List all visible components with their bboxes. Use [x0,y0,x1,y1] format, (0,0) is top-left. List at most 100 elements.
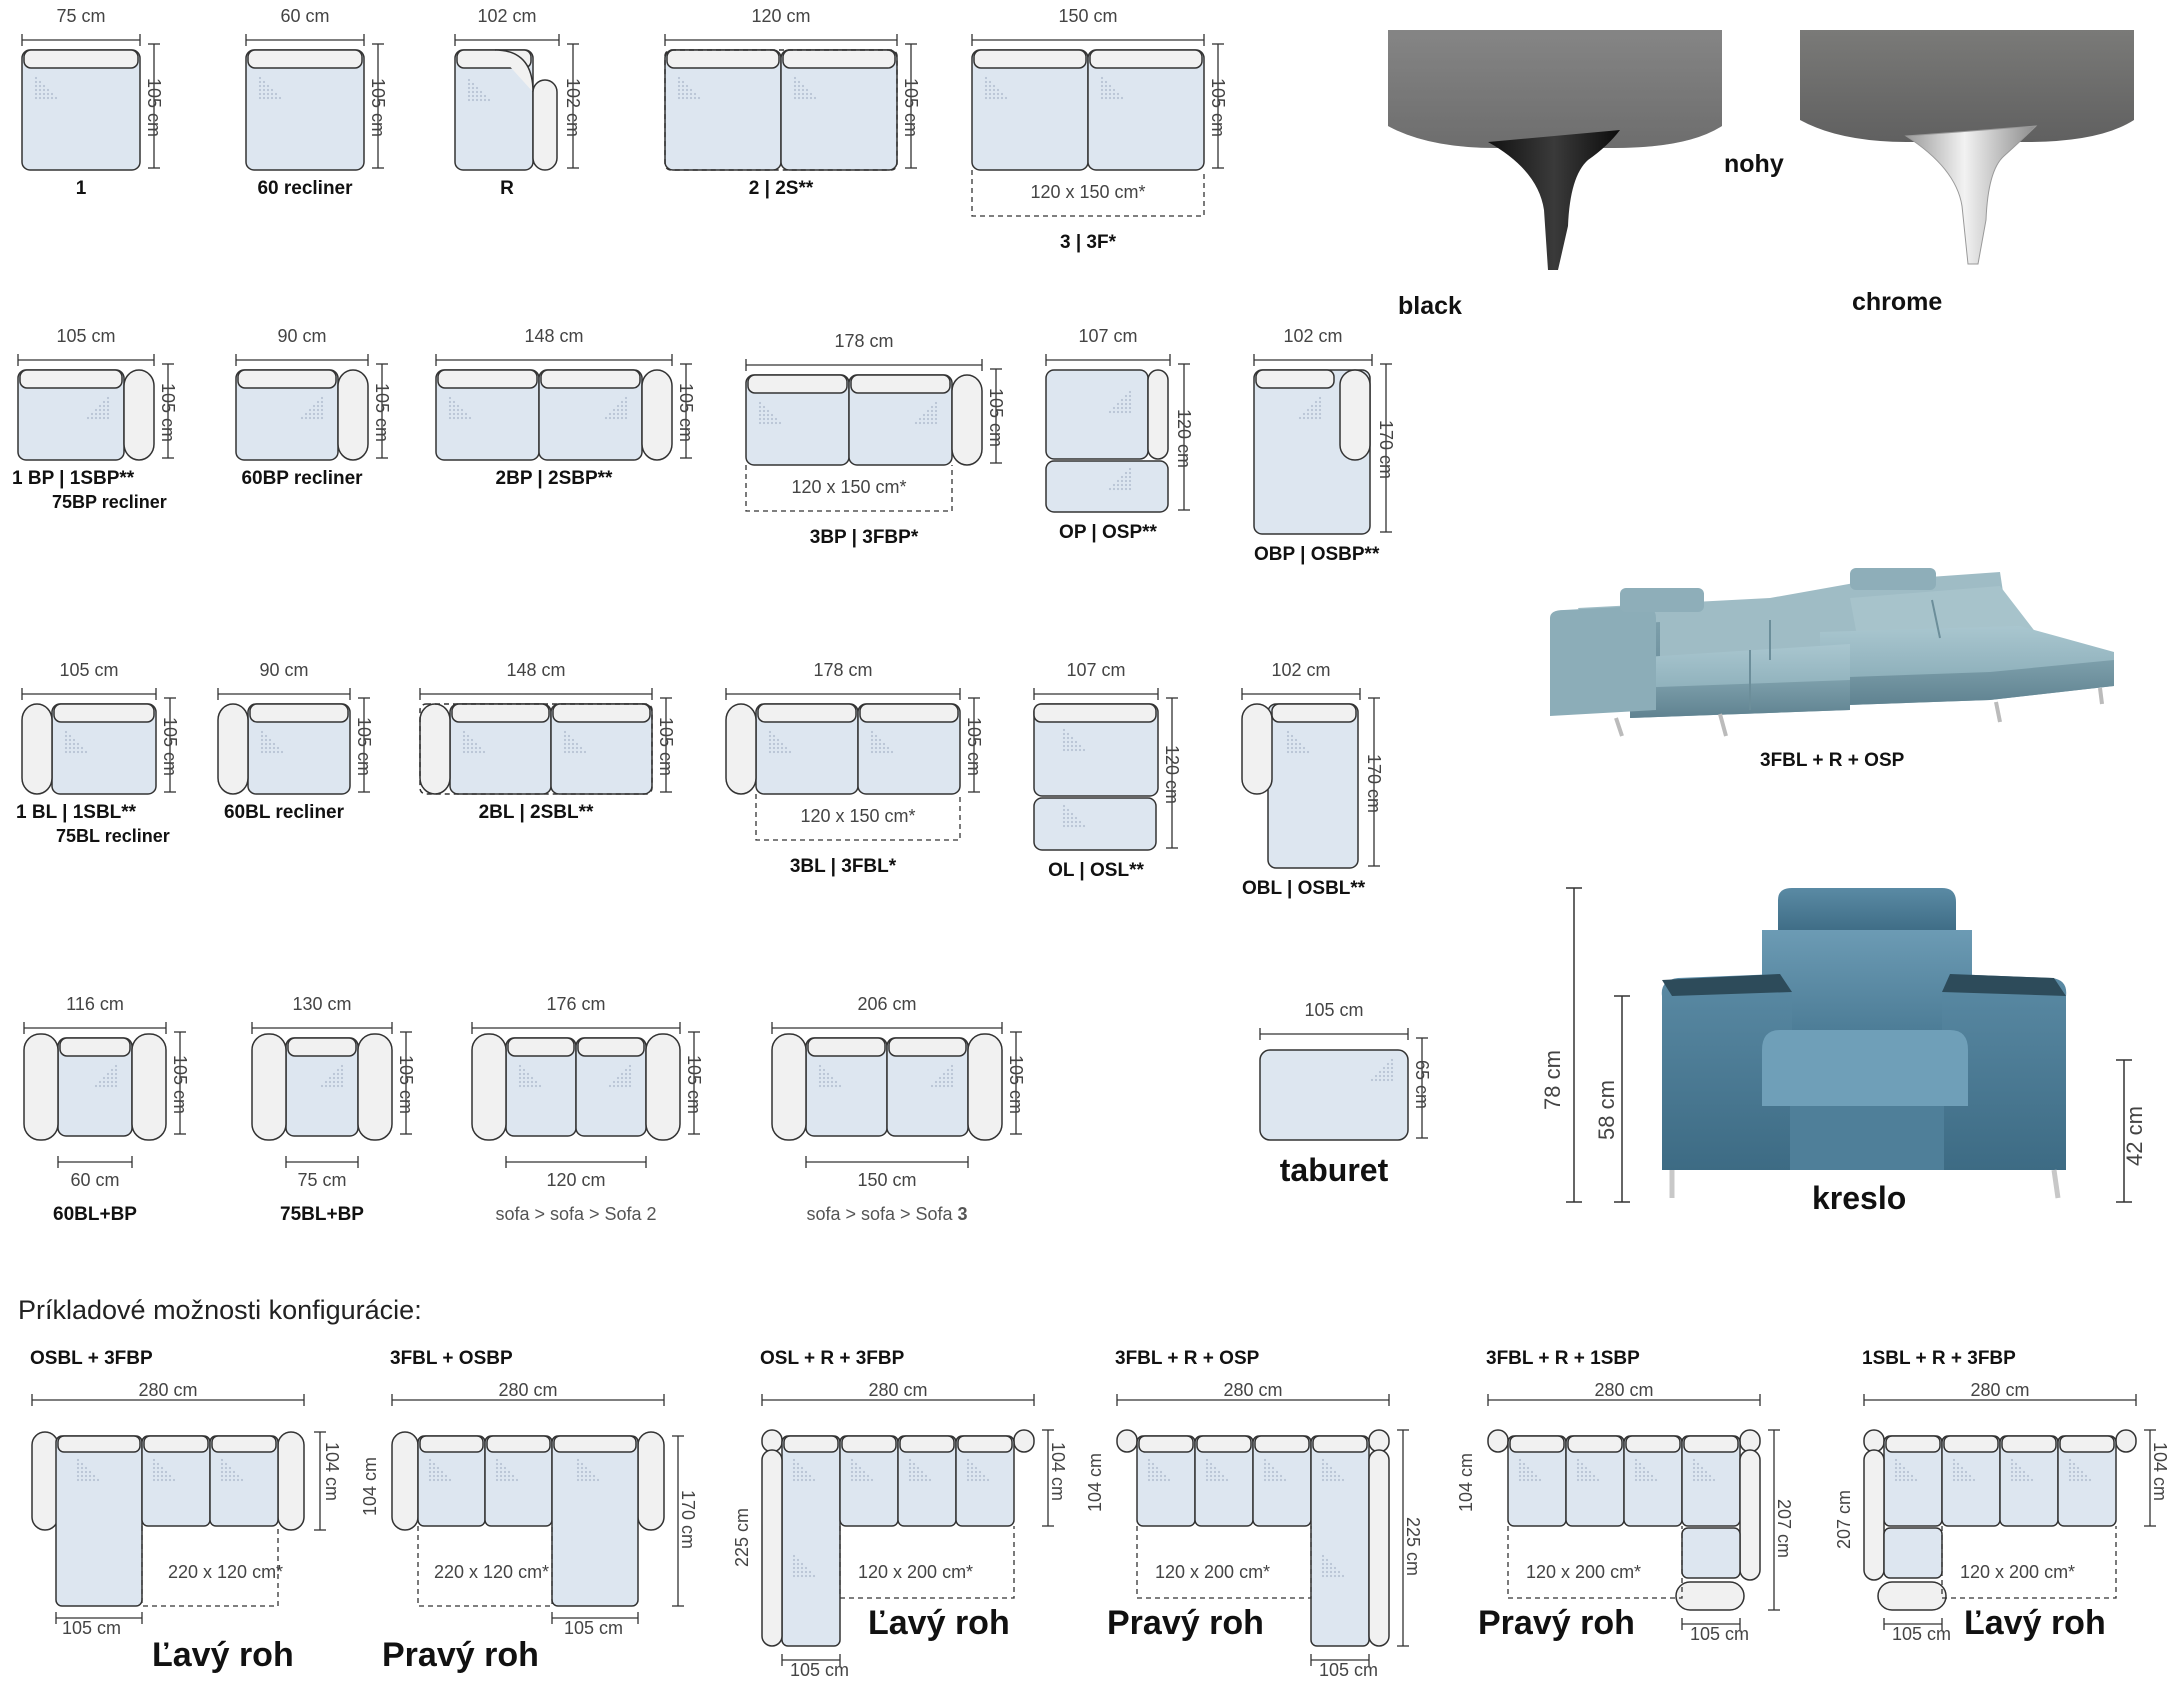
config-drawing [1487,1394,1780,1630]
seat-texture [1100,76,1124,100]
armrest-left [471,1033,507,1141]
seat-texture [1062,804,1086,828]
armrest-left [21,703,53,795]
config-drawing [1116,1394,1409,1666]
seat-texture [818,1064,842,1088]
module-drawing [1045,354,1190,513]
seat-texture [1205,1458,1229,1482]
module-width: 107 cm [1078,326,1138,346]
module-depth: 105 cm [354,717,374,777]
config-inner-size: 120 x 200 cm* [1155,1562,1271,1582]
seat-texture [930,1064,954,1088]
module-width: 60 cm [280,6,330,26]
module-width: 178 cm [813,660,873,680]
module-seat-width: 120 cm [546,1170,606,1190]
armchair-height-total: 78 cm [1540,1050,1565,1110]
module-depth: 102 cm [563,78,583,138]
armrest-right [357,1033,393,1141]
module-depth: 105 cm [144,78,164,138]
seat-texture [258,76,282,100]
leg-black-label: black [1398,292,1462,320]
seat-texture [908,1458,932,1482]
seat-texture [2010,1458,2034,1482]
config-corner-label: Ľavý roh [152,1636,294,1674]
armchair-height-seatback: 58 cm [1594,1080,1619,1140]
config-foot-width: 105 cm [62,1618,122,1638]
back-cushion [1138,1435,1194,1453]
config-inner-size: 120 x 200 cm* [858,1562,974,1582]
seat-texture [300,396,324,420]
back-cushion-right [1147,369,1169,460]
back-cushion [419,1435,484,1453]
module-name: 60 recliner [257,178,353,199]
chaise-cushion [55,1435,143,1607]
module-width: 105 cm [1304,1000,1364,1020]
armchair-photo [1661,888,2067,1199]
module-drawing [419,688,672,795]
config-width: 280 cm [498,1380,558,1400]
module-drawing [23,1022,186,1168]
module-drawing [21,688,176,795]
back-cushion [850,374,951,394]
extension-outline [745,465,953,512]
module-seat-width: 150 cm [857,1170,917,1190]
back-cushion [57,1435,141,1453]
config-title: 1SBL + R + 3FBP [1862,1348,2016,1369]
extension-outline [1941,1526,2117,1599]
armrest-right [967,1033,1003,1141]
seat-texture [462,730,486,754]
module-depth: 170 cm [1376,420,1396,480]
seat-texture [495,1458,519,1482]
armrest-right [123,369,155,461]
seat-texture [1062,728,1086,752]
back-cushion [747,374,848,394]
back-cushion [1271,703,1357,723]
module-name: 3BL | 3FBL* [789,856,897,877]
config-side-depth: 225 cm [732,1507,752,1567]
config-foot-width: 105 cm [1892,1624,1952,1644]
seat-texture [608,1064,632,1088]
config-depth: 104 cm [1048,1442,1068,1502]
config-title: 3FBL + R + 1SBP [1486,1348,1640,1369]
seat-texture [64,730,88,754]
ottoman-cushion [1045,460,1169,513]
seat-texture [1286,730,1310,754]
seat-texture [914,401,938,425]
module-depth: 105 cm [396,1055,416,1115]
module-name: 2BL | 2SBL** [478,802,594,823]
armrest-right-long [1368,1449,1390,1647]
config-width: 280 cm [868,1380,928,1400]
back-cushion [1885,1435,1941,1453]
armrest-left [1241,703,1273,795]
module-name: 1 [75,178,87,199]
module-name: taburet [1279,1152,1389,1188]
module-outline [664,49,898,171]
back-cushion [859,703,959,723]
config-drawing [391,1394,684,1624]
back-cushion [973,49,1087,69]
armrest-left [251,1033,287,1141]
seat-texture [1634,1458,1658,1482]
extension-outline [755,794,961,841]
back-cushion [237,369,337,389]
seat-texture [34,76,58,100]
module-drawing [1253,354,1392,535]
module-drawing [771,1022,1022,1168]
seat-texture [984,76,1008,100]
module-name: OBL | OSBL** [1242,878,1366,899]
module-depth: 170 cm [1364,754,1384,814]
module-drawing [21,34,160,171]
module-width: 105 cm [56,326,116,346]
back-cushion [841,1435,897,1453]
module-depth: 65 cm [1412,1060,1432,1110]
back-cushion [1254,1435,1310,1453]
module-name: 2BP | 2SBP** [495,468,613,489]
module-depth: 105 cm [170,1055,190,1115]
module-subname-bold: 3 [957,1204,968,1224]
back-cushion [540,369,641,389]
back-cushion [23,49,139,69]
back-cushion [782,49,896,69]
armrest-front [1675,1581,1745,1611]
